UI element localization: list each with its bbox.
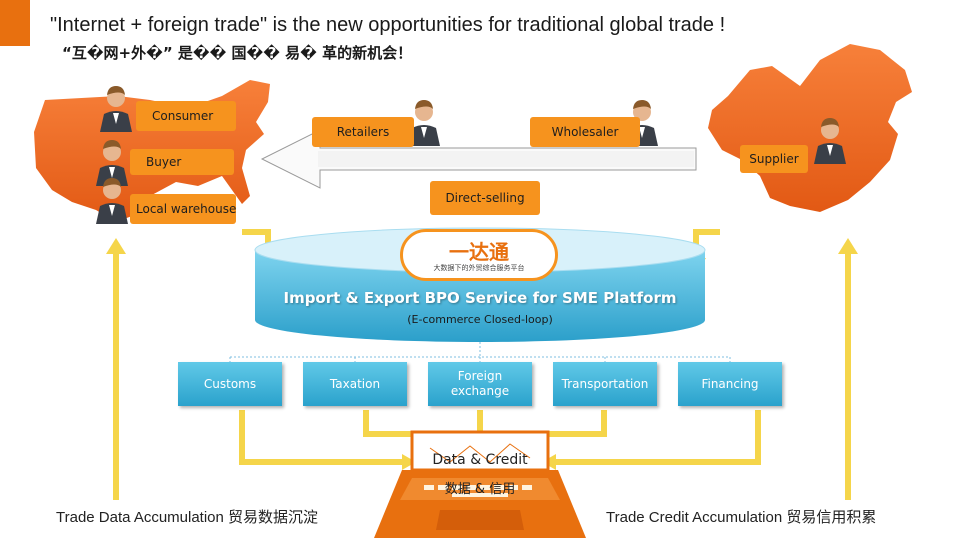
service-transportation: Transportation <box>553 362 657 406</box>
platform-title: Import & Export BPO Service for SME Plat… <box>283 289 677 307</box>
retailers-label: Retailers <box>312 117 414 147</box>
platform-logo: 一达通 大数据下的外贸综合服务平台 <box>400 229 558 281</box>
trade-data-caption: Trade Data Accumulation 贸易数据沉淀 <box>56 509 319 526</box>
retailer-person-icon <box>408 100 440 146</box>
service-foreign-exchange: Foreign exchange <box>428 362 532 406</box>
platform-subtitle: (E-commerce Closed-loop) <box>407 313 553 326</box>
supplier-label: Supplier <box>740 145 808 173</box>
buyer-person-icon <box>96 140 128 186</box>
direct-selling-label: Direct-selling <box>430 181 540 215</box>
data-credit-cn: 数据 & 信用 <box>444 482 516 497</box>
service-taxation: Taxation <box>303 362 407 406</box>
wholesaler-label: Wholesaler <box>530 117 640 147</box>
logo-text: 一达通 <box>449 240 509 264</box>
local-warehouse-label: Local warehouse <box>130 194 236 224</box>
platform-cylinder <box>255 250 705 342</box>
page-title: "Internet + foreign trade" is the new op… <box>50 14 726 36</box>
corner-accent <box>0 0 30 46</box>
trade-credit-caption: Trade Credit Accumulation 贸易信用积累 <box>606 509 877 526</box>
data-credit-title: Data & Credit <box>432 452 528 468</box>
service-customs: Customs <box>178 362 282 406</box>
page-subtitle-cn: “互�网+外�” 是�� 国�� 易� 革的新机会！ <box>62 44 413 62</box>
consumer-person-icon <box>100 86 132 132</box>
supplier-person-icon <box>814 118 846 164</box>
logo-tagline: 大数据下的外贸综合服务平台 <box>433 264 525 272</box>
service-financing: Financing <box>678 362 782 406</box>
buyer-label: Buyer <box>130 149 234 175</box>
warehouse-person-icon <box>96 178 128 224</box>
consumer-label: Consumer <box>136 101 236 131</box>
